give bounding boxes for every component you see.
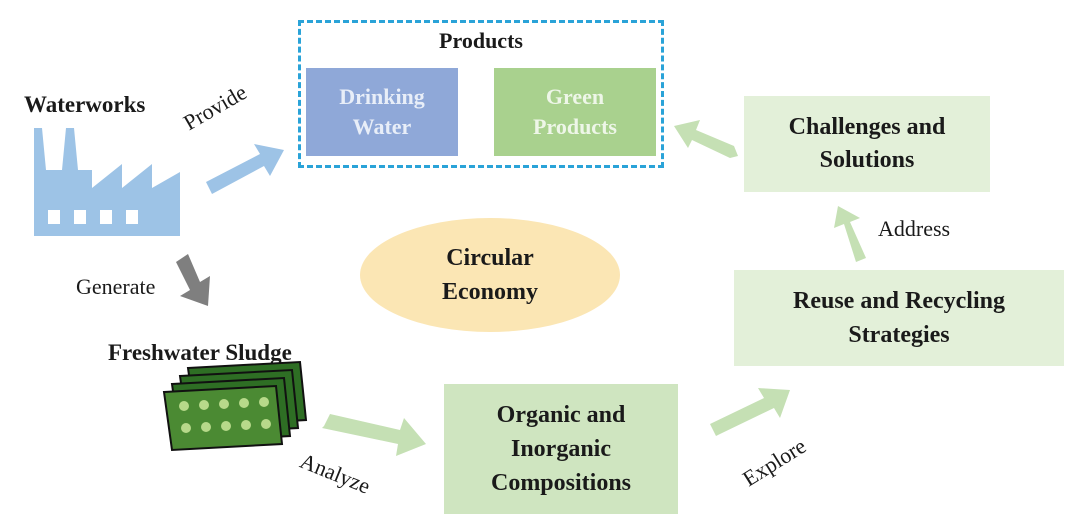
- circular-economy-line-2: Economy: [442, 279, 538, 305]
- compositions-box: Organic and Inorganic Compositions: [444, 384, 678, 514]
- challenges-line-2: Solutions: [819, 147, 915, 173]
- circular-economy-ellipse: Circular Economy: [360, 218, 620, 332]
- green-products-line-2: Products: [533, 114, 617, 139]
- address-label: Address: [878, 216, 951, 241]
- products-frame: [298, 20, 664, 168]
- drinking-water-line-2: Water: [352, 114, 412, 139]
- freshwater-sludge-label: Freshwater Sludge: [108, 340, 292, 365]
- challenges-solutions-box: Challenges and Solutions: [744, 96, 990, 192]
- generate-label: Generate: [76, 274, 156, 299]
- challenges-to-products-arrow: [674, 120, 738, 158]
- waterworks-label: Waterworks: [24, 92, 146, 117]
- sludge-icon: [162, 360, 308, 452]
- drinking-water-line-1: Drinking: [339, 84, 425, 109]
- green-products-line-1: Green: [545, 84, 605, 109]
- compositions-line-3: Compositions: [490, 470, 632, 496]
- green-products-box: Green Products: [494, 68, 656, 156]
- challenges-line-1: Challenges and: [788, 114, 946, 140]
- provide-arrow: [206, 144, 284, 194]
- reuse-line-2: Strategies: [848, 322, 950, 348]
- circular-economy-line-1: Circular: [446, 245, 534, 271]
- analyze-arrow: [322, 414, 426, 456]
- generate-arrow: [176, 254, 210, 306]
- reuse-line-1: Reuse and Recycling: [793, 288, 1005, 314]
- compositions-line-2: Inorganic: [510, 436, 611, 462]
- factory-icon: [34, 128, 180, 236]
- reuse-recycling-box: Reuse and Recycling Strategies: [734, 270, 1064, 366]
- address-arrow: [834, 206, 866, 262]
- explore-arrow: [710, 388, 790, 436]
- drinking-water-box: Drinking Water: [306, 68, 458, 156]
- products-title: Products: [439, 28, 523, 53]
- compositions-line-1: Organic and: [496, 402, 626, 428]
